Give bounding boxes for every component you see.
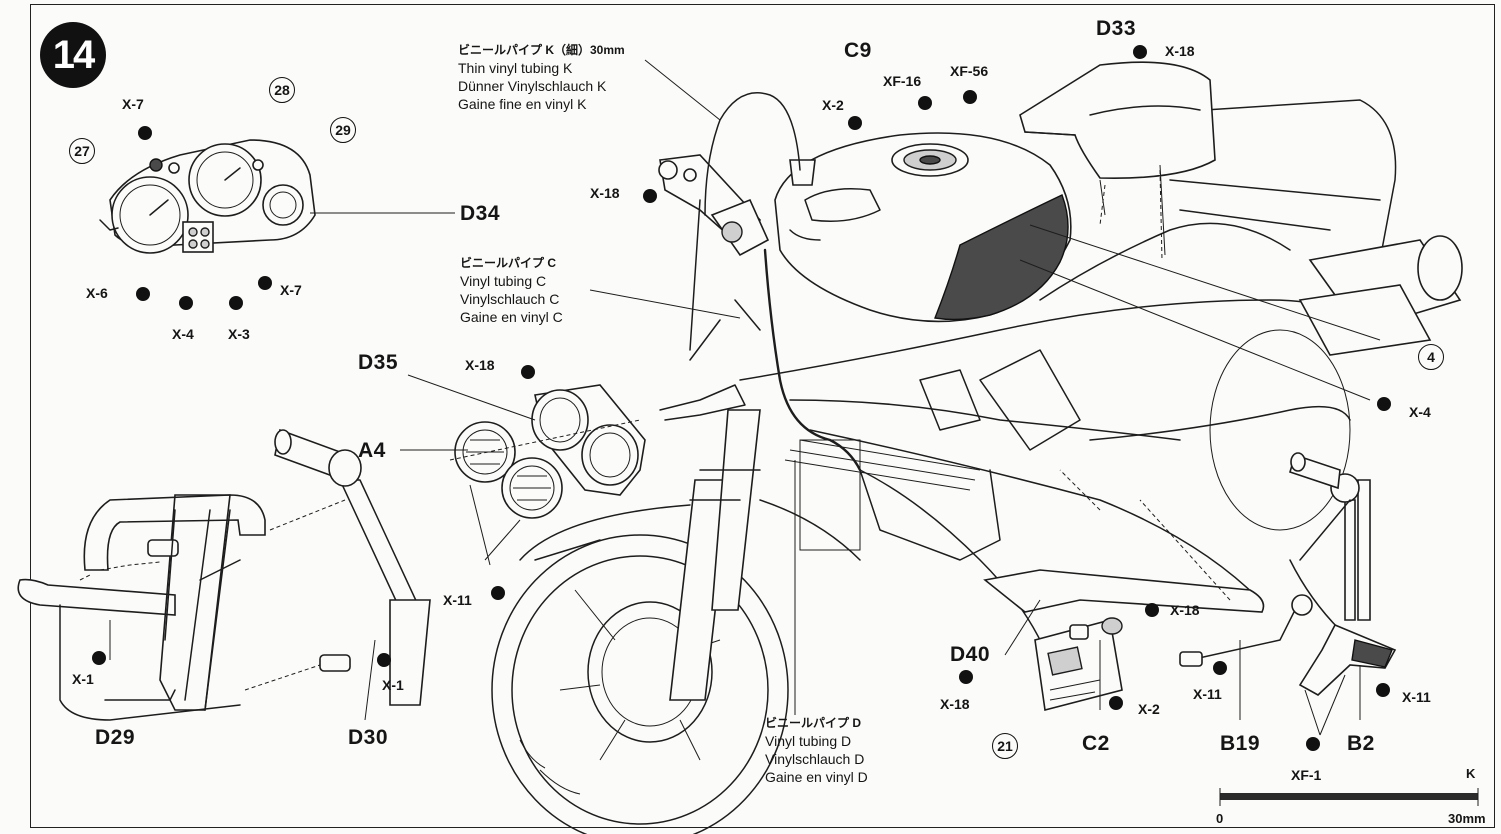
scale-start: 0	[1216, 811, 1224, 826]
paint-x18-d40: X-18	[940, 696, 970, 712]
fairing-outline	[519, 499, 861, 561]
tubing-k-ja: ビニールパイプ K（細）30mm	[458, 43, 625, 57]
part-b2: B2	[1347, 732, 1375, 755]
tubing-c-de: Vinylschlauch C	[460, 291, 560, 307]
meter-cluster	[99, 139, 316, 254]
part-a4: A4	[358, 439, 386, 462]
battery	[1034, 617, 1123, 711]
tubing-k-de: Dünner Vinylschlauch K	[458, 78, 607, 94]
tubing-c-en: Vinyl tubing C	[460, 273, 547, 289]
paint-xf56: XF-56	[950, 63, 989, 79]
paint-x18-headlight: X-18	[465, 357, 495, 373]
tubing-c-fr: Gaine en vinyl C	[460, 309, 563, 325]
part-c2: C2	[1082, 732, 1110, 755]
paint-x11-b19: X-11	[1193, 686, 1222, 702]
tubing-d	[763, 248, 862, 472]
tubing-c-note: ビニールパイプ C Vinyl tubing C Vinylschlauch C…	[460, 253, 563, 326]
assembly-arrows	[79, 59, 1381, 736]
bike-body	[739, 99, 1463, 641]
decal-27: 27	[69, 138, 95, 164]
front-fork	[669, 409, 761, 701]
decal-29: 29	[330, 117, 356, 143]
paint-xf1: XF-1	[1291, 767, 1322, 783]
tubing-k-fr: Gaine fine en vinyl K	[458, 96, 587, 112]
tubing-k	[704, 92, 801, 216]
scale-bar	[1219, 788, 1479, 806]
part-c9: C9	[844, 39, 872, 62]
paint-x7-meter-side: X-7	[280, 282, 302, 298]
tubing-d-ja: ビニールパイプ D	[765, 716, 862, 730]
paint-x4-frame: X-4	[1409, 404, 1431, 420]
step-number: 14	[40, 22, 106, 88]
fuel-tank	[774, 132, 1072, 323]
part-d33: D33	[1096, 17, 1137, 40]
front-wheel	[491, 534, 789, 834]
headlights	[454, 384, 646, 519]
part-d40: D40	[950, 643, 991, 666]
front-stand	[17, 428, 431, 721]
decal-21: 21	[992, 733, 1018, 759]
paint-x11-headlight: X-11	[443, 592, 472, 608]
paint-x2-tank: X-2	[822, 97, 844, 113]
paint-x2-battery: X-2	[1138, 701, 1160, 717]
paint-x18-handlebar: X-18	[590, 185, 620, 201]
tubing-d-de: Vinylschlauch D	[765, 751, 865, 767]
handlebars	[658, 154, 770, 421]
tubing-c-ja: ビニールパイプ C	[460, 256, 557, 270]
paint-x6: X-6	[86, 285, 108, 301]
paint-x18-battery: X-18	[1170, 602, 1200, 618]
paint-x4-meter: X-4	[172, 326, 194, 342]
paint-xf16: XF-16	[883, 73, 922, 89]
under-cowl	[983, 569, 1265, 613]
seat-cowl	[1019, 61, 1216, 256]
paint-x1-d29: X-1	[72, 671, 94, 687]
tubing-d-fr: Gaine en vinyl D	[765, 769, 868, 785]
rear-stand-right	[1289, 452, 1371, 631]
tubing-k-en: Thin vinyl tubing K	[458, 60, 573, 76]
part-d35: D35	[358, 351, 399, 374]
pedals	[1179, 594, 1397, 696]
tubing-k-note: ビニールパイプ K（細）30mm Thin vinyl tubing K Dün…	[458, 40, 625, 113]
part-d29: D29	[95, 726, 136, 749]
paint-x11-b2: X-11	[1402, 689, 1431, 705]
part-d34: D34	[460, 202, 501, 225]
paint-x1-d30: X-1	[382, 677, 404, 693]
scale-end: 30mm	[1448, 811, 1486, 826]
page-frame	[30, 4, 1495, 828]
part-d30: D30	[348, 726, 389, 749]
decal-4: 4	[1418, 344, 1444, 370]
paint-x18-seat: X-18	[1165, 43, 1195, 59]
paint-x7-meter-top: X-7	[122, 96, 144, 112]
decal-28: 28	[269, 77, 295, 103]
scale-letter: K	[1466, 766, 1476, 781]
paint-x3: X-3	[228, 326, 250, 342]
tubing-d-en: Vinyl tubing D	[765, 733, 852, 749]
part-b19: B19	[1220, 732, 1261, 755]
tubing-d-note: ビニールパイプ D Vinyl tubing D Vinylschlauch D…	[765, 713, 868, 786]
